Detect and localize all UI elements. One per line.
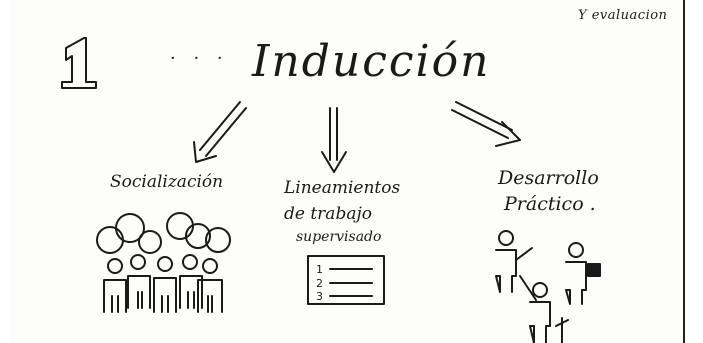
corner-note: Y evaluacion (578, 8, 668, 23)
arrow-to-lineamientos (321, 107, 347, 173)
arrow-to-desarrollo (451, 101, 521, 147)
checklist-number-1: 1 (316, 263, 323, 276)
page-right-border (683, 0, 685, 343)
page-right-margin (683, 0, 703, 343)
diagram-title: Inducción (252, 36, 491, 87)
branch-label-lineamientos-line1: Lineamientos (284, 178, 401, 198)
arrow-to-socializacion (193, 101, 247, 163)
page-left-margin (0, 0, 10, 343)
title-dots: · · · (170, 48, 229, 69)
branch-label-socializacion: Socialización (110, 172, 224, 192)
branch-label-lineamientos-line3: supervisado (296, 229, 382, 245)
step-number-one (61, 37, 97, 89)
checklist-number-3: 3 (316, 290, 323, 303)
branch-label-desarrollo-line1: Desarrollo (498, 167, 599, 189)
worker-figures-icon (495, 230, 601, 343)
branch-label-desarrollo-line2: Práctico . (504, 193, 596, 215)
checklist-icon: 1 2 3 (307, 255, 385, 305)
people-group-icon (96, 212, 231, 313)
branch-label-lineamientos-line2: de trabajo (284, 204, 372, 224)
checklist-number-2: 2 (316, 277, 323, 290)
